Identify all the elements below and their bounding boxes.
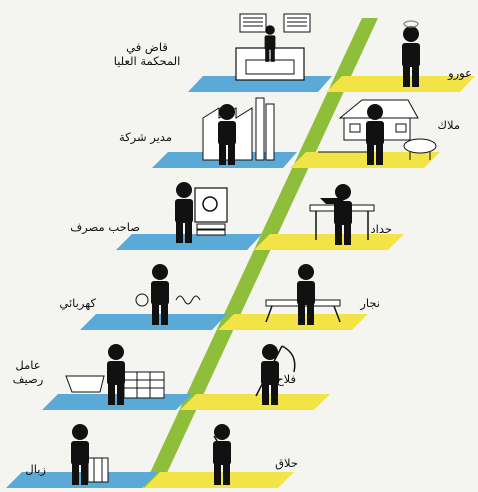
right-platform-3	[254, 234, 404, 250]
right-platform-5	[180, 394, 330, 410]
label-landowner: ملاك	[437, 118, 460, 132]
label-garbage-collector: زبال	[25, 462, 46, 476]
halo-icon	[403, 20, 419, 28]
label-electrician: كهربائي	[59, 296, 96, 310]
courthouse-with-flags-icon	[235, 13, 311, 81]
label-carpenter: نجار	[360, 296, 380, 310]
bank-owner-figure	[175, 182, 193, 243]
right-platform-2	[290, 152, 440, 168]
right-platform-1	[326, 76, 475, 92]
label-saint: عورو	[448, 66, 472, 80]
label-barber: حلاق	[275, 456, 298, 470]
lightbulb-coil-icon	[135, 293, 201, 307]
ship-crates-icon	[65, 371, 165, 399]
label-farmer: فلاح	[276, 372, 296, 386]
label-blacksmith: حداد	[370, 222, 392, 236]
label-dock-worker: عامل رصيف	[12, 358, 44, 386]
factory-icon	[202, 97, 275, 161]
label-bank-owner: صاحب مصرف	[70, 220, 140, 234]
right-platform-4	[218, 314, 368, 330]
trash-can-icon	[87, 457, 109, 483]
bank-safe-icon	[194, 187, 228, 236]
diagonal-ramp	[143, 18, 378, 488]
label-company-director: مدير شركة	[118, 130, 172, 144]
label-supreme-court-judge: قاض في المحكمة العليا	[113, 40, 181, 68]
